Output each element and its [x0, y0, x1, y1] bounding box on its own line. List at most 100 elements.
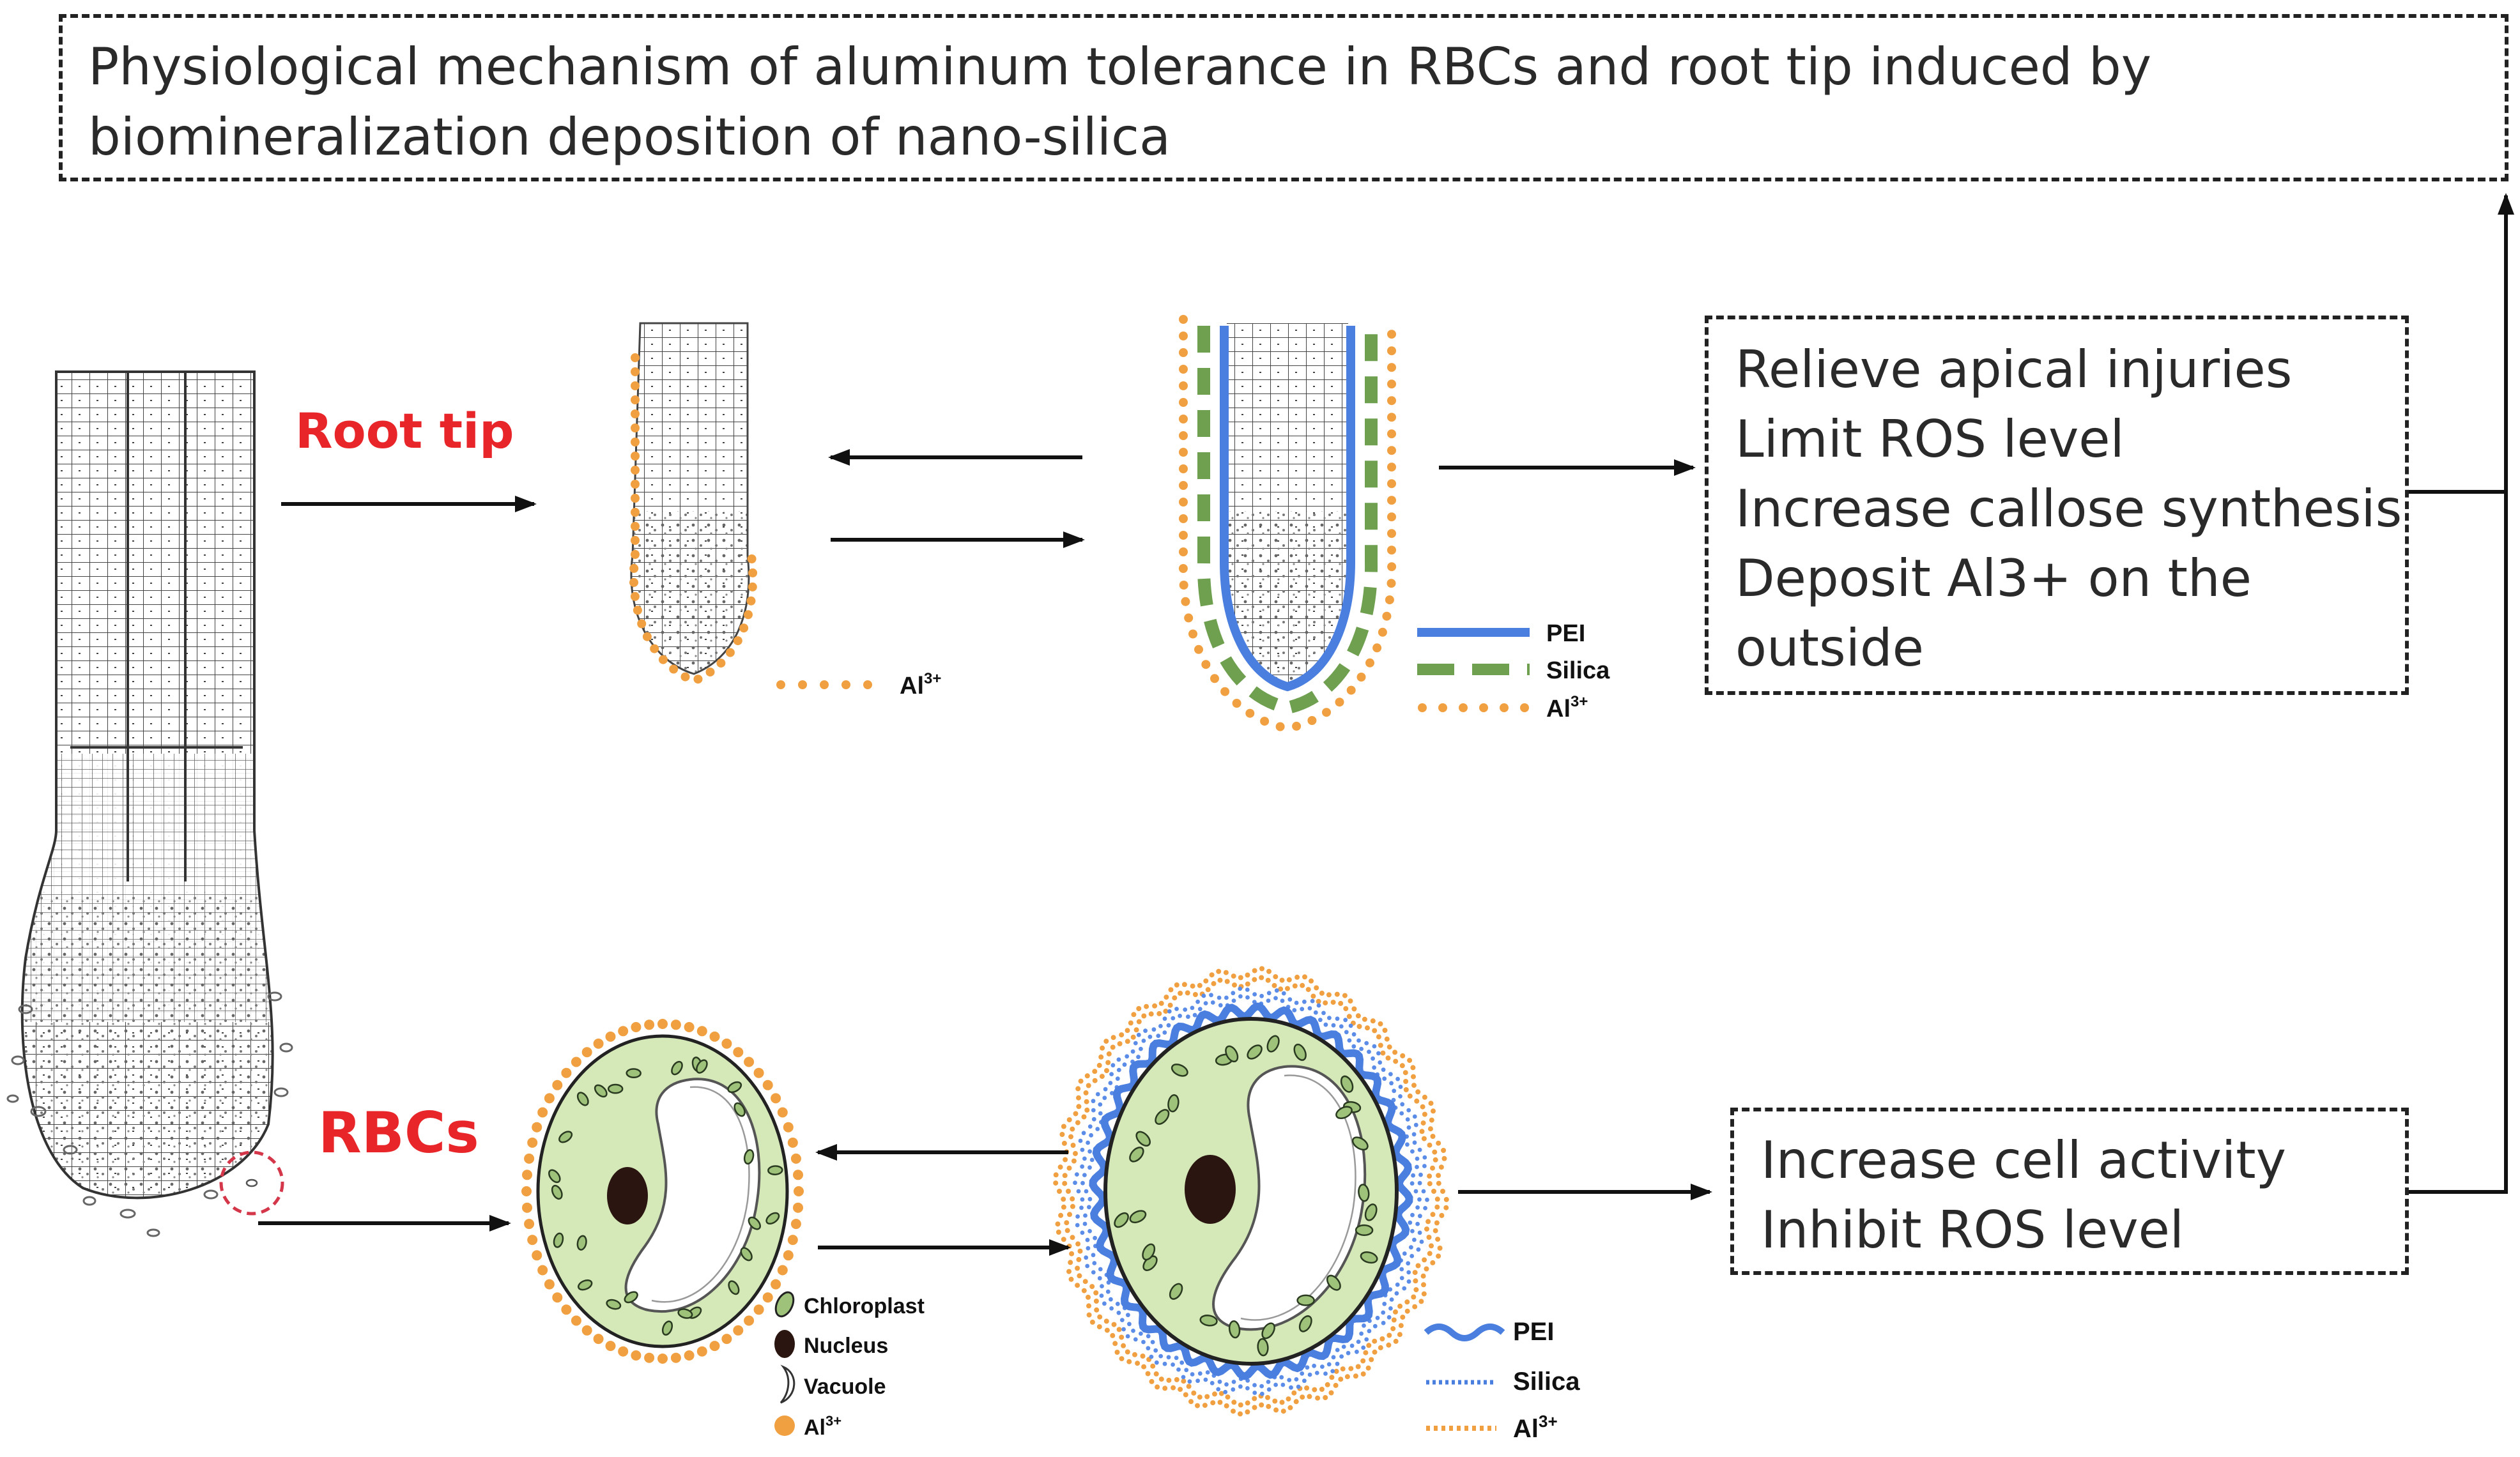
al-ion-dot — [1335, 698, 1344, 707]
al-ion-dot — [1304, 1385, 1310, 1391]
al-ion-dot — [1404, 1299, 1410, 1305]
al-ion-dot — [753, 1304, 764, 1315]
silica-dot — [1402, 1286, 1407, 1291]
silica-dot — [1287, 997, 1293, 1002]
al-ion-dot — [1432, 1149, 1438, 1155]
al-ion-dot — [630, 591, 640, 601]
silica-dot — [1087, 1124, 1093, 1129]
chloroplast — [607, 1083, 624, 1094]
silica-dot — [1399, 1267, 1404, 1272]
pei-layer — [1089, 1002, 1413, 1380]
al-ion-dot — [1434, 1196, 1440, 1202]
al-ion-dot — [1056, 1230, 1061, 1235]
silica-dot — [1081, 1131, 1086, 1136]
al-ion-dot — [1111, 1322, 1117, 1327]
silica-dot — [1166, 1023, 1171, 1028]
al-ion-dot — [1164, 995, 1169, 1000]
al-ion-dot — [1178, 1387, 1183, 1392]
chloroplast — [558, 1131, 573, 1143]
al-ion-dot — [1280, 1408, 1286, 1414]
al-ion-dot — [1356, 1024, 1362, 1029]
al-ion-dot — [1365, 1365, 1371, 1371]
al-ion-dot — [1179, 381, 1188, 390]
al-ion-dot — [1224, 1403, 1229, 1408]
chloroplast — [1257, 1338, 1269, 1357]
silica-dot — [1116, 1310, 1121, 1315]
silica-dot — [1087, 1165, 1092, 1170]
al-ion-dot — [1167, 1002, 1173, 1008]
chloroplast — [1340, 1075, 1354, 1093]
al-ion-dot — [1058, 1212, 1064, 1218]
al-ion-dot — [1387, 496, 1396, 505]
legend-chloroplast-label: Chloroplast — [804, 1294, 925, 1318]
al-ion-dot — [1114, 1350, 1120, 1355]
al-ion-dot — [787, 1137, 798, 1148]
silica-dot — [1224, 1382, 1229, 1387]
al-ion-dot — [532, 1122, 542, 1133]
silica-dot — [1273, 996, 1278, 1000]
silica-dot — [1195, 999, 1200, 1004]
al-ion-dot — [532, 1250, 542, 1261]
silica-dot — [1355, 1349, 1359, 1354]
al-ion-dot — [1379, 1336, 1385, 1341]
al-ion-dot — [1427, 1251, 1433, 1256]
al-ion-dot — [1089, 1284, 1095, 1290]
al-ion-dot — [744, 610, 753, 620]
al-sup: 3+ — [924, 670, 941, 687]
al-ion-dot — [696, 1346, 707, 1357]
silica-dot — [1266, 1380, 1271, 1384]
silica-dot — [1416, 1247, 1421, 1252]
silica-dot — [1417, 1180, 1422, 1186]
al-ion-dot — [1245, 1409, 1250, 1415]
silica-dot — [1187, 1379, 1192, 1384]
al-ion-dot — [1429, 1117, 1434, 1123]
silica-dot — [1395, 1076, 1401, 1081]
silica-dot — [1183, 1007, 1188, 1012]
silica-dot — [1146, 1334, 1151, 1339]
silica-dot — [1347, 1038, 1352, 1043]
al-ion-dot — [552, 1079, 563, 1090]
silica-dot — [1302, 999, 1307, 1004]
silica-dot — [1410, 1149, 1415, 1154]
al-ion-dot — [1414, 1098, 1420, 1104]
al-ion-dot — [1415, 1089, 1421, 1095]
al-ion-dot — [1179, 498, 1188, 507]
al-ion-dot — [1378, 1021, 1383, 1026]
al-ion-dot — [1153, 1371, 1159, 1377]
al-ion-dot — [1128, 1020, 1133, 1026]
al-ion-dot — [1424, 1266, 1429, 1272]
al-ion-dot — [1430, 1260, 1436, 1265]
al-ion-dot — [1082, 1279, 1088, 1285]
al-ion-dot — [1279, 977, 1285, 983]
al-ion-dot — [581, 1325, 592, 1336]
al-ion-dot — [1097, 1314, 1103, 1320]
chloroplast — [576, 1235, 587, 1251]
root-tip-uncoated — [629, 322, 758, 684]
al-ion-dot — [1064, 1220, 1070, 1226]
nucleus — [1185, 1155, 1236, 1224]
al-ion-dot — [631, 480, 640, 489]
al-ion-dot — [1179, 547, 1188, 556]
al-ion-dot — [1103, 1039, 1109, 1044]
al-ion-dot — [1166, 1377, 1172, 1383]
silica-dot — [1080, 1197, 1085, 1202]
silica-dot — [1093, 1235, 1097, 1240]
silica-dot — [1098, 1111, 1103, 1116]
chloroplast — [1169, 1283, 1183, 1300]
legend-al-label: Al3+ — [1546, 693, 1588, 722]
silica-dot — [1082, 1173, 1087, 1177]
al-ion-dot — [1279, 1400, 1285, 1405]
silica-dot — [1339, 1024, 1344, 1029]
al-ion-dot — [1223, 970, 1229, 975]
silica-dot — [1109, 1297, 1113, 1302]
silica-dot — [1238, 994, 1243, 999]
silica-dot — [1109, 1072, 1114, 1076]
chloroplast — [767, 1165, 783, 1175]
al-ion-dot — [1420, 1120, 1426, 1126]
silica-dot — [1148, 1034, 1153, 1039]
chloroplast — [1129, 1147, 1144, 1163]
chloroplast — [624, 1291, 638, 1304]
chloroplast — [1364, 1203, 1378, 1221]
silica-dot — [1399, 1276, 1404, 1281]
al-ions-on-cell — [521, 1019, 804, 1364]
